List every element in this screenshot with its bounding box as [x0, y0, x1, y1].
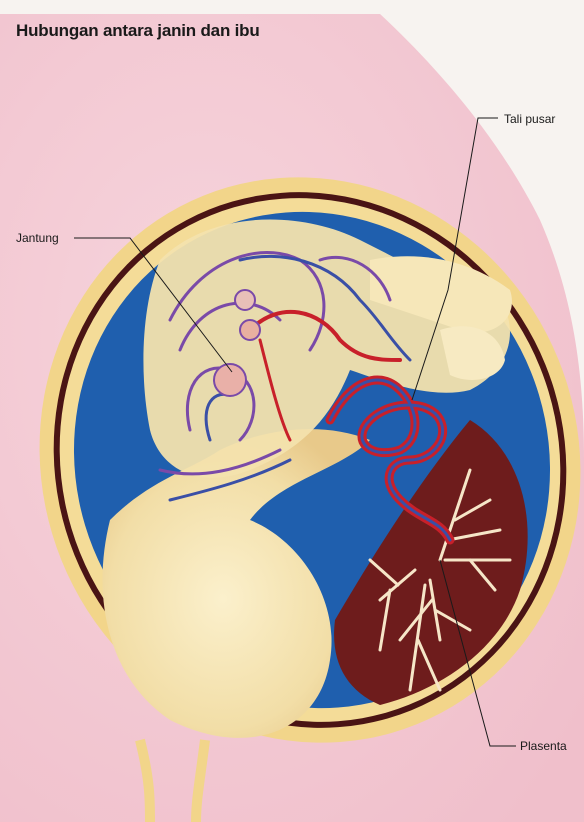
label-placenta: Plasenta — [520, 740, 567, 752]
label-umbilical-cord: Tali pusar — [504, 113, 555, 125]
diagram-title: Hubungan antara janin dan ibu — [16, 22, 260, 39]
label-heart: Jantung — [16, 232, 59, 244]
